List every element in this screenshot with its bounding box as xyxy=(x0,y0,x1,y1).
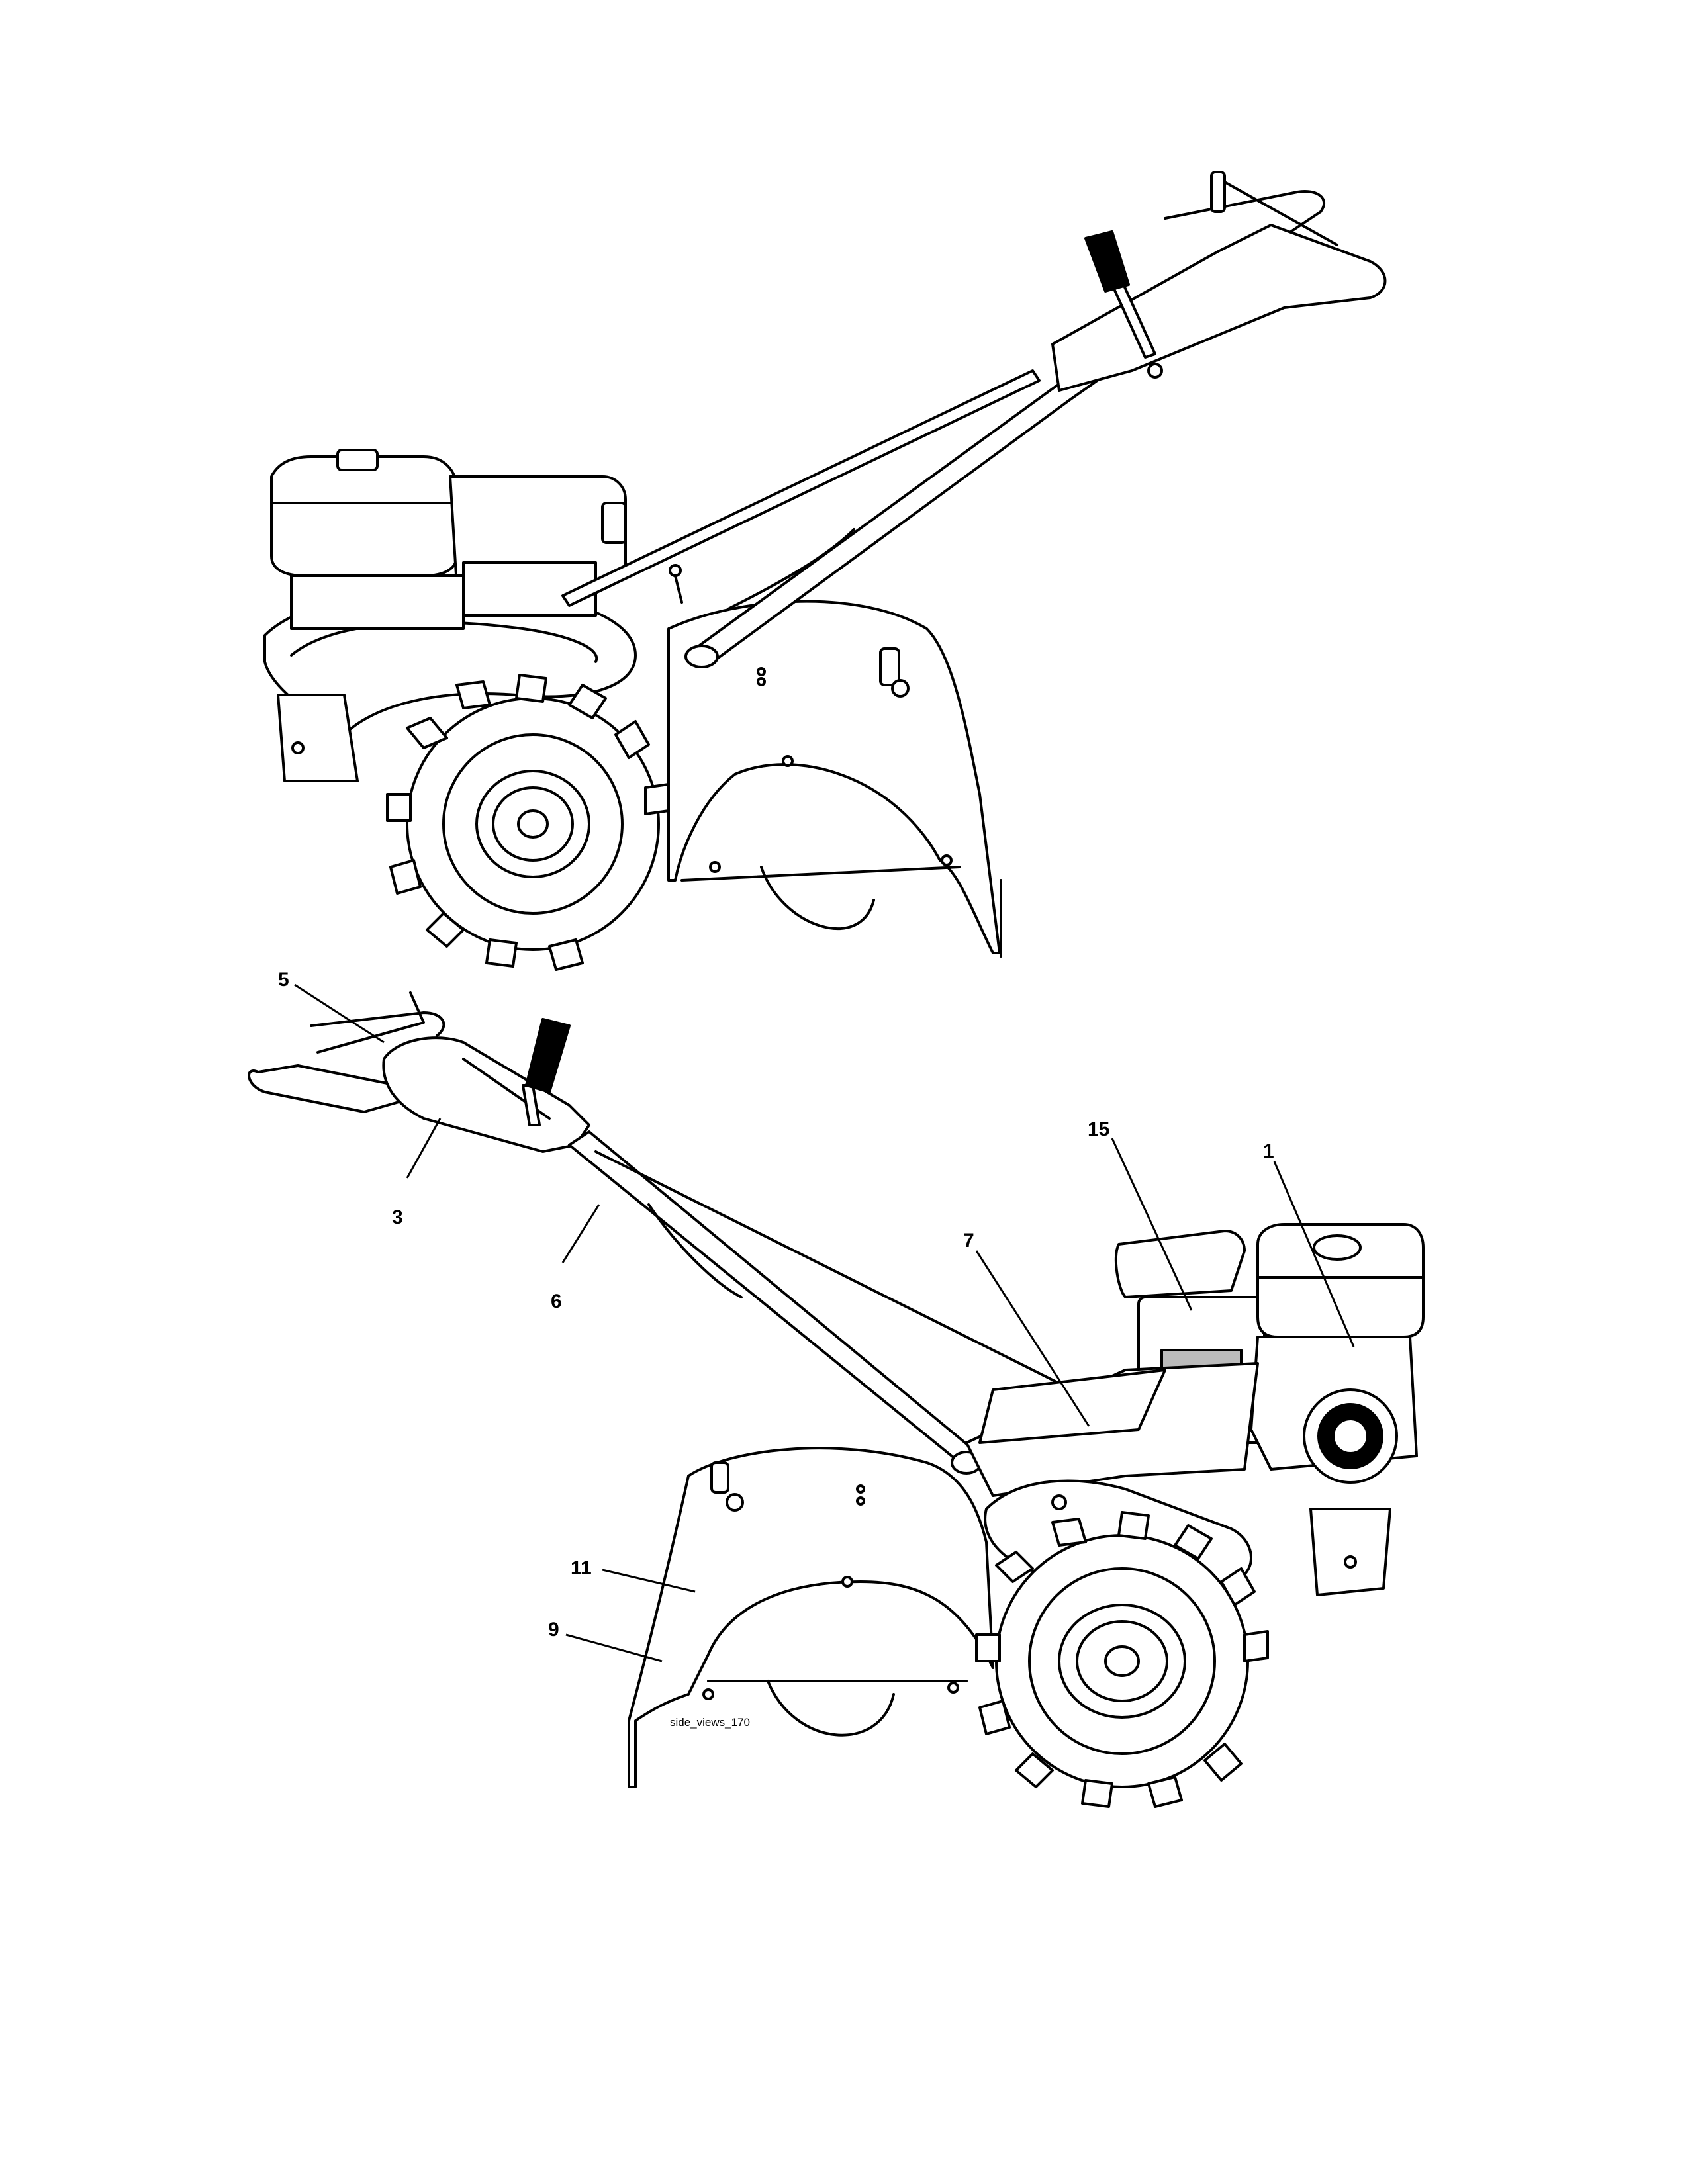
fuel-cap xyxy=(336,449,379,471)
hood-bolt xyxy=(709,861,721,873)
callout-7: 7 xyxy=(963,1230,974,1251)
leader-7 xyxy=(975,1250,1090,1427)
tine-hood xyxy=(628,1447,994,1788)
fuel-tank xyxy=(1256,1223,1425,1338)
hub xyxy=(517,809,549,839)
fuel-cap xyxy=(1313,1234,1362,1261)
frame-bracket xyxy=(1309,1508,1391,1596)
shift-lever-grip xyxy=(1084,230,1130,293)
tire-tread xyxy=(386,674,670,971)
handlebar-tube xyxy=(568,1130,974,1464)
handle-loop xyxy=(310,1011,445,1037)
drawing-id-label: side_views_170 xyxy=(670,1716,750,1729)
tine-hood xyxy=(667,600,1001,954)
callout-1: 1 xyxy=(1263,1140,1274,1162)
leader-5 xyxy=(294,983,385,1044)
tine xyxy=(767,1680,895,1737)
control-cable xyxy=(727,528,855,610)
hood-bolt xyxy=(702,1688,714,1700)
frame-bracket xyxy=(277,694,359,782)
callout-15: 15 xyxy=(1088,1118,1110,1140)
tine xyxy=(760,866,875,931)
control-cable xyxy=(594,1150,1060,1385)
callout-leaders xyxy=(294,983,1355,1662)
depth-stake-bracket xyxy=(879,647,900,686)
shift-lever-grip xyxy=(525,1018,571,1093)
engine-air-cleaner xyxy=(1114,1230,1246,1298)
handle-grip xyxy=(1051,224,1387,392)
callout-3: 3 xyxy=(392,1206,403,1228)
hood-bolt xyxy=(947,1682,959,1694)
leader-15 xyxy=(1111,1138,1193,1311)
tire-tread xyxy=(975,1511,1269,1808)
hub xyxy=(1104,1645,1140,1677)
leader-1 xyxy=(1273,1161,1355,1347)
hood-bolt xyxy=(841,1576,853,1588)
callout-9: 9 xyxy=(548,1619,559,1641)
hood-bolt xyxy=(757,677,766,686)
hood-bolt xyxy=(941,854,953,866)
leader-9 xyxy=(565,1633,663,1662)
depth-stake-bracket xyxy=(710,1461,729,1494)
leader-6 xyxy=(561,1204,600,1263)
leader-11 xyxy=(602,1569,696,1593)
hood-bolt xyxy=(782,755,794,767)
handle-loop xyxy=(1164,190,1326,233)
callout-11: 11 xyxy=(571,1557,592,1579)
engine-base xyxy=(290,574,465,630)
leader-3 xyxy=(406,1118,442,1179)
hood-bolt xyxy=(757,667,766,676)
callout-6: 6 xyxy=(551,1291,562,1312)
callout-5: 5 xyxy=(278,969,289,991)
